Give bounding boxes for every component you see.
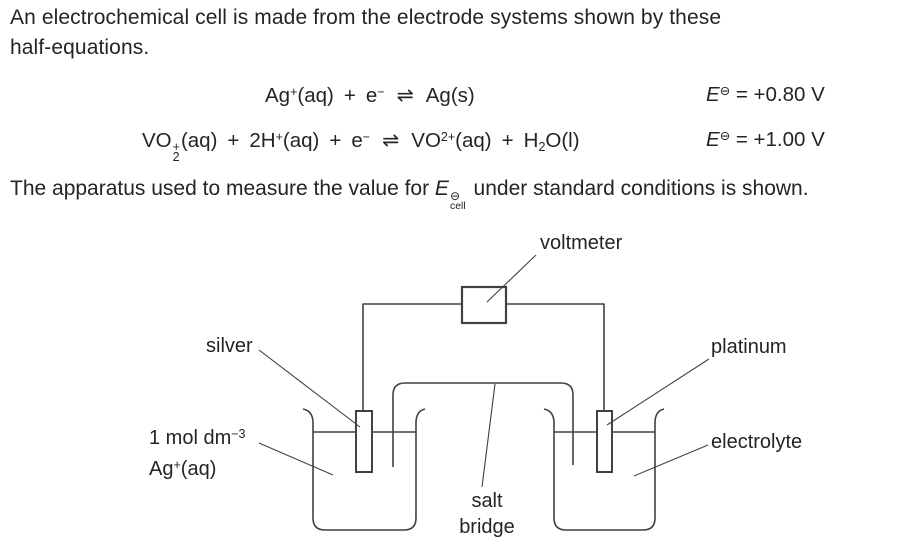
solution-label-line1: 1 mol dm−3	[149, 427, 246, 449]
platinum-leader-line	[606, 358, 710, 426]
solution-label-line2: Ag+(aq)	[149, 458, 217, 480]
salt-bridge-leader-line	[481, 383, 496, 488]
eq1-standard-symbol: ⊖	[719, 84, 731, 98]
platinum-electrode	[596, 410, 613, 473]
electrolyte-label: electrolyte	[711, 431, 803, 453]
eq2-equilibrium-arrow: ⇌	[382, 128, 400, 152]
intro-line1: An electrochemical cell is made from the…	[10, 6, 722, 29]
solution-label: 1 mol dm−3 Ag+(aq)	[149, 424, 246, 486]
eq2-reactant2-charge: +	[275, 130, 283, 144]
salt-bridge-label-line1: salt	[471, 490, 503, 512]
silver-electrode	[355, 410, 373, 473]
left-beaker	[302, 408, 426, 531]
eq2-plus1: +	[227, 129, 240, 152]
half-equation-silver: Ag+(aq)+e−⇌Ag(s)	[265, 82, 475, 111]
voltmeter-leader-line	[486, 254, 537, 303]
voltmeter-label: voltmeter	[540, 232, 623, 254]
solution-label-charge: +	[173, 458, 181, 472]
platinum-label: platinum	[711, 336, 787, 358]
eq1-plus: +	[343, 84, 356, 107]
eq2-plus2: +	[329, 129, 342, 152]
eq1-E-value: = +0.80 V	[735, 83, 825, 106]
intro-paragraph: An electrochemical cell is made from the…	[10, 3, 721, 63]
eq2-electron-charge: −	[362, 130, 371, 144]
eq2-reactant1-sub: 2	[172, 150, 180, 165]
standard-potential-1: E⊖ = +0.80 V	[706, 82, 825, 110]
intro-line2: half-equations.	[10, 36, 150, 59]
salt-bridge-tube	[392, 382, 574, 467]
Ecell-standard-symbol: ⊖	[449, 188, 460, 203]
eq2-E-value: = +1.00 V	[735, 128, 825, 151]
left-wire	[362, 303, 462, 411]
standard-potential-2: E⊖ = +1.00 V	[706, 127, 825, 155]
eq2-plus3: +	[501, 129, 514, 152]
right-wire	[506, 303, 605, 411]
eq1-equilibrium-arrow: ⇌	[396, 83, 414, 107]
Ecell-subscript: cell	[449, 199, 466, 212]
eq2-product1: VO2+(aq)	[411, 129, 492, 152]
solution-label-exponent: −3	[231, 427, 246, 441]
eq2-E-symbol: E	[706, 128, 720, 151]
eq1-electron: e−	[365, 84, 385, 107]
eq2-reactant2: 2H+(aq)	[249, 129, 320, 152]
eq1-electron-charge: −	[377, 85, 385, 99]
eq2-product1-charge: 2+	[440, 130, 456, 144]
eq1-E-symbol: E	[706, 83, 720, 106]
eq2-reactant1: VO+2(aq)	[142, 129, 218, 165]
eq2-product2-sub: 2	[538, 139, 546, 154]
apparatus-text-after: under standard conditions is shown.	[467, 177, 809, 200]
solution-leader-line	[258, 442, 334, 476]
Ecell-supsub-stack: ⊖cell	[449, 188, 466, 212]
Ecell-symbol: E	[434, 177, 449, 200]
silver-label: silver	[206, 335, 253, 357]
eq2-reactant1-sup: +	[172, 140, 180, 155]
eq1-product: Ag(s)	[425, 84, 475, 107]
eq1-reactant: Ag+(aq)	[265, 84, 334, 107]
eq2-product2: H2O(l)	[523, 129, 580, 154]
electrolyte-leader-line	[633, 444, 709, 477]
salt-bridge-label: salt bridge	[440, 488, 534, 540]
eq1-reactant-charge: +	[290, 85, 298, 99]
apparatus-sentence: The apparatus used to measure the value …	[10, 174, 809, 211]
voltmeter-box	[460, 285, 508, 325]
salt-bridge-label-line2: bridge	[459, 516, 515, 538]
apparatus-text-before: The apparatus used to measure the value …	[10, 177, 435, 200]
eq2-standard-symbol: ⊖	[719, 129, 731, 143]
right-beaker	[543, 408, 665, 531]
half-equation-vanadium: VO+2(aq)+2H+(aq)+e−⇌VO2+(aq)+H2O(l)	[142, 127, 580, 165]
eq2-reactant1-charge-stack: +2	[172, 140, 180, 165]
silver-leader-line	[258, 349, 361, 428]
eq2-electron: e−	[351, 129, 371, 152]
